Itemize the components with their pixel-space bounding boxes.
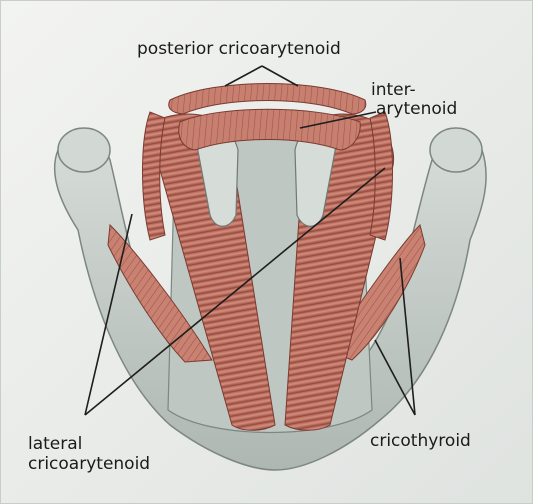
label-lateral-cricoarytenoid-line2: cricoarytenoid <box>28 454 150 474</box>
label-posterior-cricoarytenoid: posterior cricoarytenoid <box>137 39 341 59</box>
label-lateral-cricoarytenoid-line1: lateral <box>28 434 82 454</box>
label-cricothyroid: cricothyroid <box>370 431 471 451</box>
label-interarytenoid-line1: inter- <box>371 80 416 100</box>
label-interarytenoid-line2: arytenoid <box>376 99 457 119</box>
